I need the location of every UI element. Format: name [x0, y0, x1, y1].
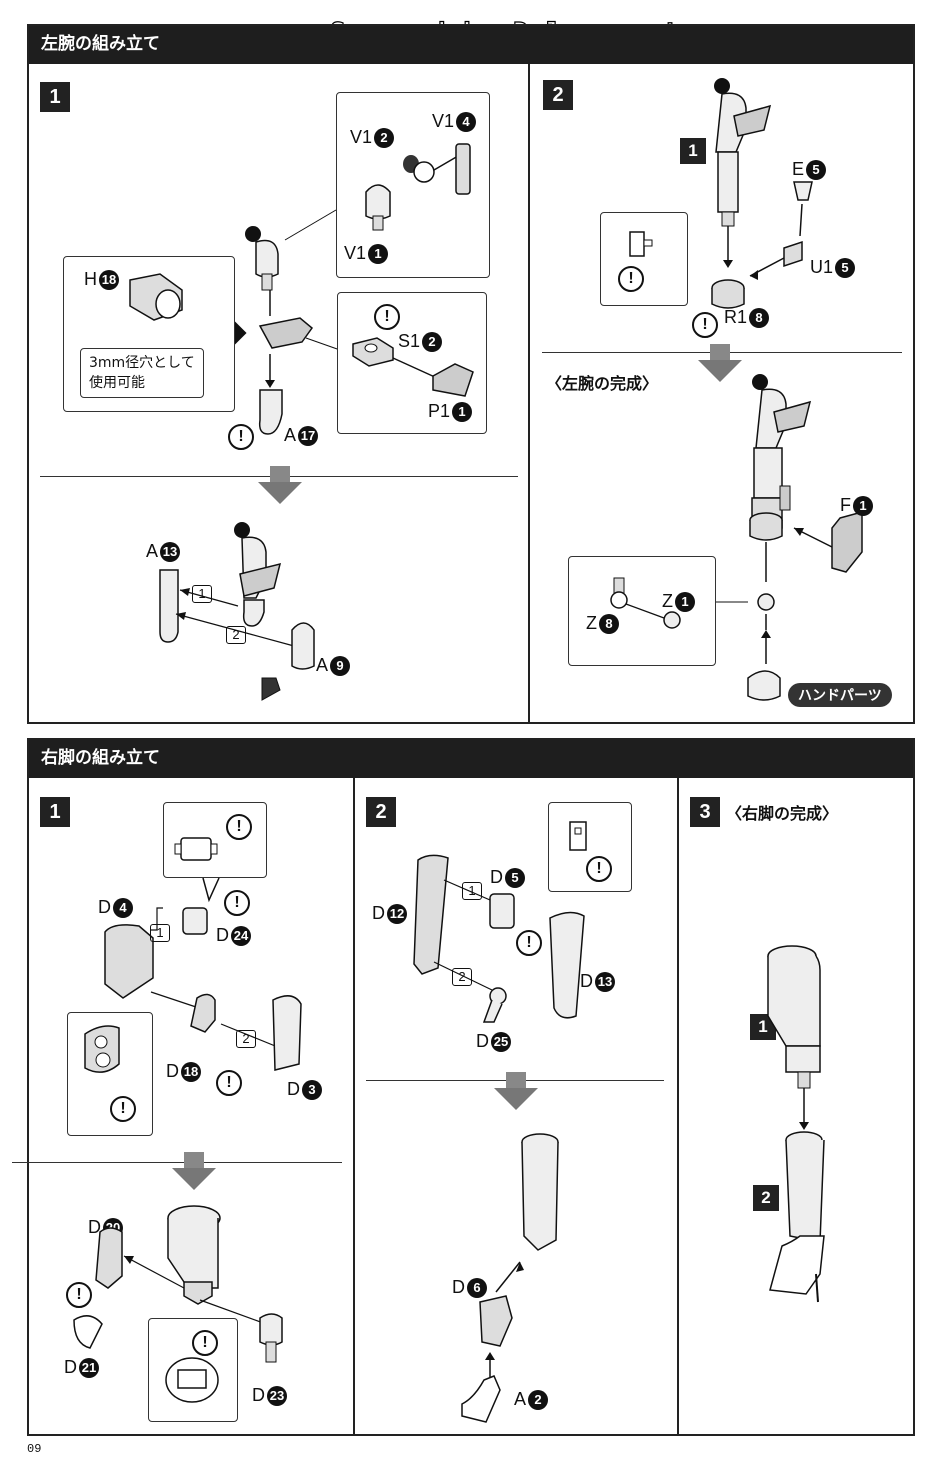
caution-icon: !: [692, 312, 718, 338]
d5-detail-drawing: [569, 821, 587, 851]
inner-step-number: 1: [680, 138, 706, 164]
right-leg-complete-drawing: [767, 945, 825, 1303]
down-arrow-icon: [494, 1072, 538, 1110]
right-leg-divider-1: [353, 778, 355, 1436]
h18-part-drawing: [129, 273, 183, 321]
e5-u15-drawing: [749, 181, 813, 280]
d24-detail-drawing: [174, 837, 220, 903]
v1-parts-drawing: [365, 143, 471, 231]
right-leg-divider-2: [677, 778, 679, 1436]
step-number: 2: [366, 797, 396, 827]
step-number: 1: [40, 797, 70, 827]
caution-icon: !: [586, 856, 612, 882]
d18-detail-drawing: [84, 1025, 120, 1073]
left-arm-title: 左腕の組み立て: [41, 34, 160, 54]
down-arrow-icon: [172, 1152, 216, 1190]
caution-icon: !: [226, 814, 252, 840]
step-order-1: 1: [192, 585, 212, 603]
leg-step1-drawing: [104, 907, 302, 1071]
right-leg-title: 右脚の組み立て: [41, 748, 160, 768]
caution-icon: !: [216, 1070, 242, 1096]
caution-icon: !: [224, 890, 250, 916]
left-arm-complete-drawing: [747, 374, 863, 701]
caution-icon: !: [516, 930, 542, 956]
caution-icon: !: [228, 424, 254, 450]
step-number: 2: [543, 80, 573, 110]
left-arm-upper-drawing: [711, 78, 772, 309]
step1-divider: [12, 1162, 342, 1163]
leg-step2-result-drawing: [461, 1133, 559, 1423]
caution-icon: !: [110, 1096, 136, 1122]
r18-detail-drawing: [629, 231, 653, 257]
leg-step2-drawing: [413, 854, 585, 1023]
z-parts-drawing: [610, 577, 748, 629]
right-leg-header: 右脚の組み立て: [27, 738, 915, 778]
arm-assembly-drawing: [159, 522, 315, 701]
arm-upper-drawing: [245, 209, 341, 435]
left-arm-frame: [27, 24, 915, 724]
down-arrow-icon: [258, 466, 302, 504]
step-order-2: 2: [452, 968, 472, 986]
down-arrow-icon: [698, 344, 742, 382]
caution-icon: !: [374, 304, 400, 330]
right-leg-frame: [27, 738, 915, 1436]
left-arm-header: 左腕の組み立て: [27, 24, 915, 64]
d21-detail-drawing: [165, 1357, 219, 1403]
step-number: 3: [690, 797, 720, 827]
step-order-1: 1: [150, 924, 170, 942]
step-order-2: 2: [236, 1030, 256, 1048]
hole-note: 3mm径穴として 使用可能: [80, 348, 204, 398]
inner-step-number: 2: [753, 1185, 779, 1211]
inset-z-parts: [568, 556, 716, 666]
step-number: 1: [40, 82, 70, 112]
leg-step1-result-drawing: [73, 1205, 283, 1363]
page-number: 09: [27, 1442, 42, 1456]
hand-parts-badge: ハンドパーツ: [788, 683, 892, 707]
s1-p1-drawing: [352, 337, 474, 397]
step-order-1: 1: [462, 882, 482, 900]
caution-icon: !: [66, 1282, 92, 1308]
inset-r18-detail: [600, 212, 688, 306]
caution-icon: !: [618, 266, 644, 292]
left-arm-divider: [528, 64, 530, 724]
right-leg-complete-title: 〈右脚の完成〉: [726, 804, 839, 823]
caution-icon: !: [192, 1330, 218, 1356]
step-order-2: 2: [226, 626, 246, 644]
left-arm-complete-title: 〈左腕の完成〉: [546, 374, 659, 393]
